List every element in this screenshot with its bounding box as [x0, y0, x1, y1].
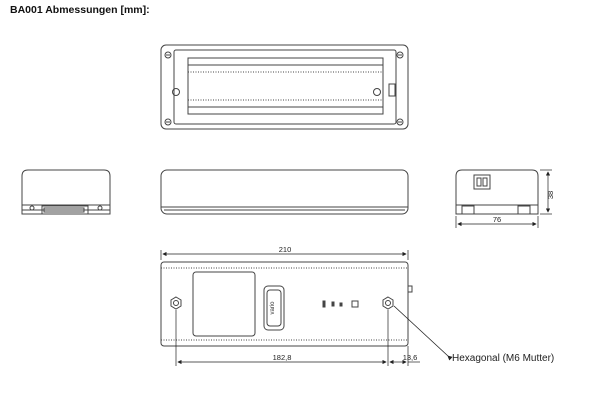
hole-spacing-label: 182,8 — [273, 353, 292, 362]
corner-screw-bl — [164, 118, 172, 126]
corner-screw-br — [396, 118, 404, 126]
left-end-view — [21, 169, 111, 215]
brand-plate — [263, 285, 285, 331]
callout-label: Hexagonal (M6 Mutter) — [452, 353, 554, 364]
edge-offset-label: 13,6 — [403, 353, 418, 362]
page-title: BA001 Abmessungen [mm]: — [10, 4, 150, 16]
corner-screw-tl — [164, 51, 172, 59]
overall-width-dimension — [160, 250, 409, 260]
front-view — [160, 169, 409, 215]
corner-screw-tr — [396, 51, 404, 59]
top-view — [160, 44, 409, 130]
side-height-label: 38 — [546, 191, 555, 199]
overall-width-label: 210 — [279, 245, 292, 254]
hole-spacing-dimension — [175, 310, 420, 366]
brand-text: vario — [270, 301, 276, 315]
hex-nut-right — [382, 296, 394, 310]
hex-nut-left — [170, 296, 182, 310]
right-side-view — [455, 169, 539, 215]
led-indicators — [322, 300, 359, 308]
width-dimension-side — [455, 216, 539, 228]
bottom-view — [160, 261, 413, 347]
display-window — [192, 271, 256, 337]
side-width-label: 76 — [493, 215, 501, 224]
height-dimension — [540, 169, 552, 215]
callout-leader — [393, 305, 453, 361]
